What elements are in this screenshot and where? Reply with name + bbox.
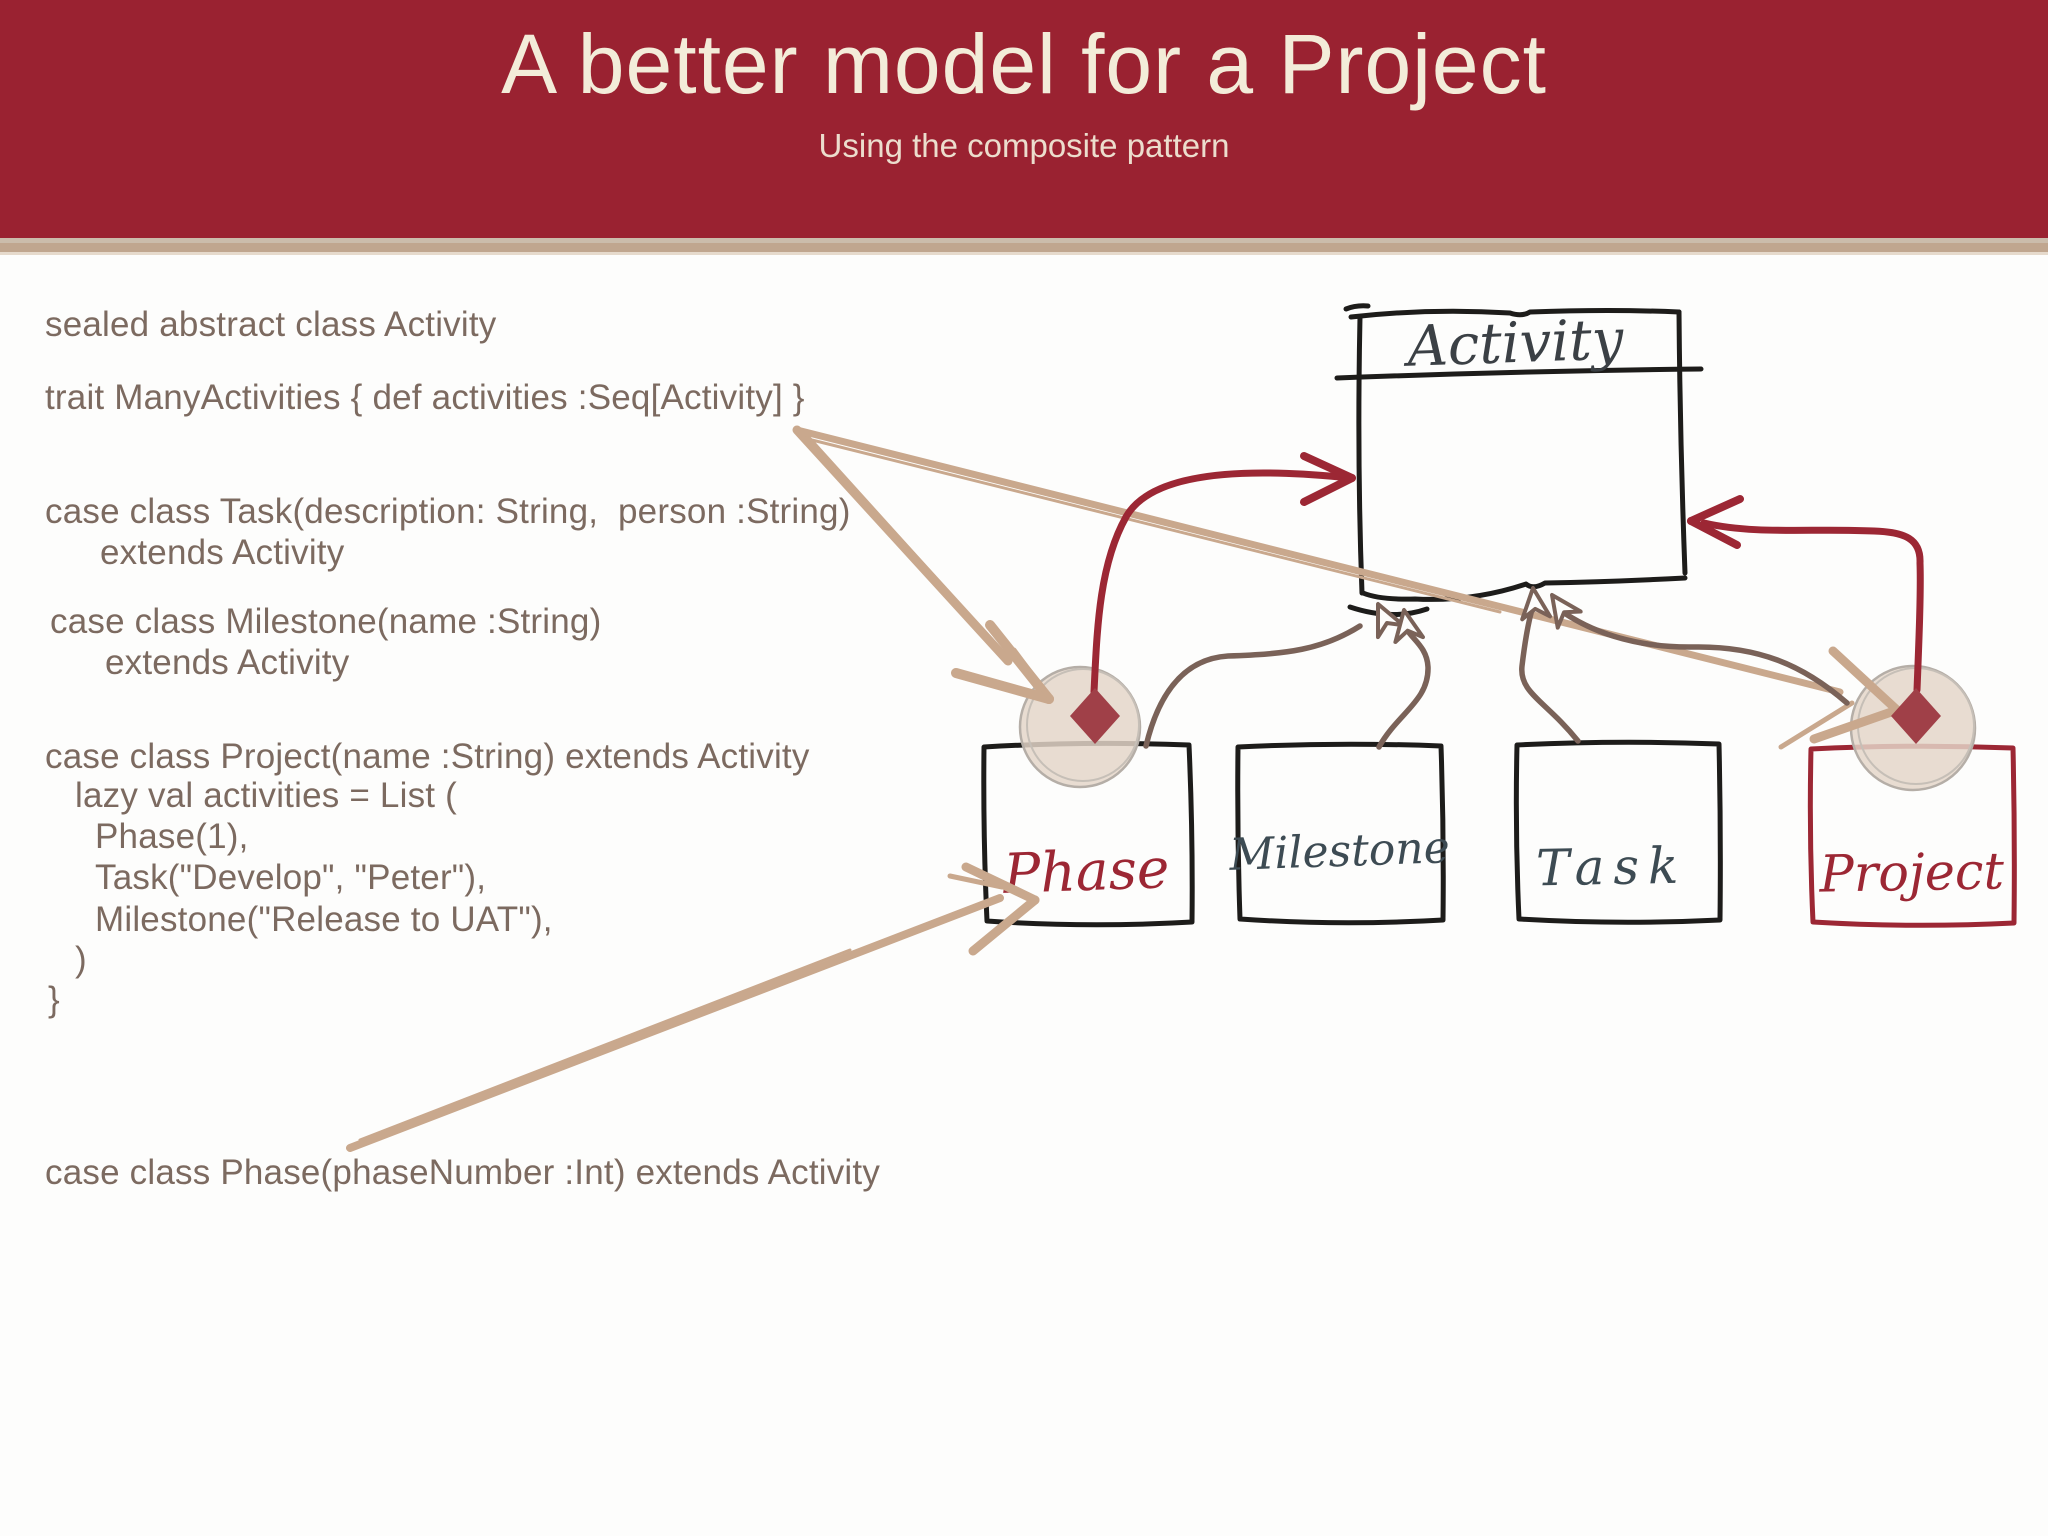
annotation-arrow-trait-to-phase: [792, 425, 1054, 704]
generalization-arrow-task: [1519, 586, 1581, 744]
activity-class-label: Activity: [1401, 307, 1625, 380]
header-divider-stripe: [0, 252, 2048, 255]
code-line: case class Milestone(name :String): [50, 602, 602, 641]
slide-header: A better model for a Project Using the c…: [0, 0, 2048, 238]
code-line: case class Phase(phaseNumber :Int) exten…: [45, 1153, 881, 1192]
code-line: extends Activity: [100, 533, 345, 572]
phase-composition-diamond: [1070, 688, 1120, 744]
code-line: sealed abstract class Activity: [45, 305, 497, 344]
code-line: lazy val activities = List (: [75, 776, 457, 815]
header-divider-stripe: [0, 238, 2048, 243]
generalization-arrow-phase: [1143, 602, 1406, 749]
code-line: trait ManyActivities { def activities :S…: [45, 378, 805, 417]
activity-compartment-divider: [1334, 366, 1704, 381]
task-class-box: Task: [1513, 739, 1723, 925]
milestone-class-label: Milestone: [1227, 822, 1450, 881]
activity-class-box: Activity: [1334, 303, 1704, 618]
composition-arrow-project: [1687, 495, 1941, 744]
code-line: Phase(1),: [95, 817, 249, 856]
slide-subtitle: Using the composite pattern: [818, 127, 1230, 164]
project-composition-diamond: [1891, 688, 1941, 744]
slide-title: A better model for a Project: [501, 17, 1547, 111]
code-line: ): [75, 940, 87, 979]
generalization-arrow-project: [1550, 593, 1850, 706]
header-divider-stripe: [0, 243, 2048, 252]
code-line: Task("Develop", "Peter"),: [95, 858, 487, 897]
composition-arrow-phase: [1070, 452, 1356, 744]
code-line: case class Task(description: String, per…: [45, 492, 851, 531]
milestone-class-box: Milestone: [1227, 741, 1451, 926]
code-line: }: [48, 980, 60, 1019]
project-class-label: Project: [1818, 842, 2005, 904]
task-class-label: Task: [1536, 837, 1688, 898]
code-line: extends Activity: [105, 643, 350, 682]
code-line: Milestone("Release to UAT"),: [95, 900, 553, 939]
code-line: case class Project(name :String) extends…: [45, 737, 810, 776]
generalization-arrow-milestone: [1376, 608, 1431, 750]
annotation-arrow-phasecode-to-phasebox: [346, 862, 1040, 1152]
